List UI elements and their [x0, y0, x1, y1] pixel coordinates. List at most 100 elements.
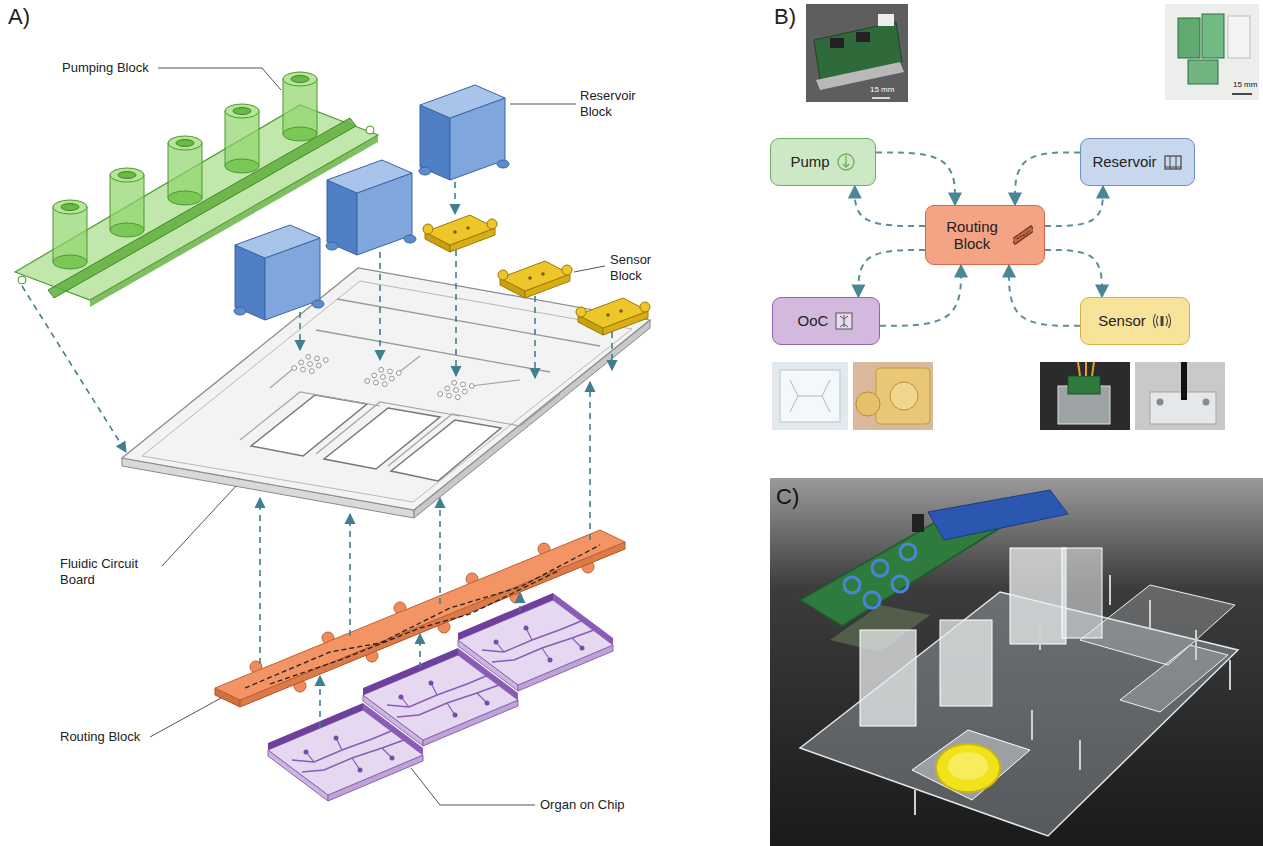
photo-reservoir [1188, 60, 1218, 84]
photo-component [856, 32, 870, 42]
photo-sensor-disc [948, 752, 988, 780]
reservoir-block [234, 225, 324, 320]
board-port [469, 384, 474, 389]
photo-reservoir [1228, 16, 1250, 58]
assembly-arrow [319, 676, 321, 728]
photo-chamber [1120, 645, 1228, 712]
photo-screw [1109, 575, 1111, 605]
photo-screw [1195, 630, 1197, 660]
assembly-arrow [454, 182, 456, 214]
photo-sensor-housing [912, 730, 1030, 800]
scale-bar [1232, 93, 1252, 95]
photo-frame [1040, 362, 1130, 430]
board-port [308, 362, 313, 367]
photo-block [876, 368, 930, 424]
photo-component [878, 14, 894, 26]
photo-reservoir [1062, 548, 1102, 638]
pump-cylinder [110, 168, 144, 237]
photo-component [830, 38, 844, 48]
photo-wire [1078, 362, 1094, 376]
board-channel [240, 392, 560, 466]
board-port [396, 371, 401, 376]
icon-lines [1165, 156, 1181, 169]
part-label: Reservoir Block [580, 88, 642, 119]
part-label: Fluidic Circuit Board [60, 556, 160, 587]
photo-capacitor [912, 514, 924, 532]
board-port [316, 363, 321, 368]
board-port [438, 392, 443, 397]
photo-channel [790, 380, 830, 412]
photo-coil [872, 560, 888, 576]
mount-hole [18, 276, 26, 284]
assembly-arrow [349, 514, 351, 636]
photo-coil [864, 592, 880, 608]
icon-core [1160, 316, 1163, 326]
board-port [454, 388, 459, 393]
leader-line [158, 68, 281, 90]
icon-strip [1013, 226, 1033, 245]
leader-line [411, 768, 535, 805]
icon-organ [840, 315, 848, 327]
photo-coil [844, 577, 860, 593]
photo-screw [1157, 399, 1164, 406]
process-box: Sensor [1080, 297, 1190, 345]
assembly-arrow [439, 498, 441, 604]
flow-arrow [858, 250, 925, 297]
node-icon [1163, 152, 1183, 172]
process-box: Reservoir [1080, 138, 1195, 186]
photo-screw [914, 790, 916, 815]
panel-letter: A) [8, 4, 30, 30]
flow-arrow [1045, 186, 1103, 226]
photo-reservoir [860, 630, 916, 726]
board-channel [316, 330, 550, 372]
photo-lid [856, 392, 880, 416]
photo-screw [1229, 660, 1231, 690]
photo-frame [1135, 362, 1225, 430]
assembly-arrow [455, 250, 457, 376]
process-box: Routing Block [925, 205, 1045, 265]
icon-box [1165, 156, 1181, 169]
photo-coil [892, 576, 908, 592]
pumping-plate [15, 105, 378, 300]
routing-edge [240, 542, 625, 707]
flow-arrow [880, 265, 961, 326]
photo-screw [1079, 740, 1081, 770]
node-icon [836, 152, 856, 172]
photo-screw [1203, 399, 1210, 406]
photo-frame [853, 362, 933, 430]
photo-background [770, 478, 1263, 846]
board-port [462, 389, 467, 394]
pump-cylinder [283, 72, 317, 141]
node-label: Routing Block [937, 218, 1007, 253]
photo-reservoir [1178, 18, 1200, 58]
photo-reservoir [940, 620, 992, 706]
scale-label: 15 mm [870, 85, 894, 95]
board-channel [270, 356, 520, 388]
board-port [455, 395, 460, 400]
assembly-arrow [534, 296, 536, 378]
assembly-arrow [589, 382, 591, 540]
board-top [122, 268, 650, 510]
photo-screw [1039, 620, 1041, 650]
reservoir-block [419, 85, 509, 180]
scale-bar [872, 97, 890, 99]
icon-circle [838, 154, 854, 170]
board-port [452, 380, 457, 385]
process-box: Pump [770, 138, 876, 186]
routing-channel [270, 570, 560, 684]
board-inner-outline [142, 281, 632, 502]
photo-screw [1149, 600, 1151, 630]
sensor-block [498, 261, 572, 298]
flow-arrow [876, 152, 955, 205]
board-port [461, 382, 466, 387]
board-port [323, 358, 328, 363]
board-port [381, 375, 386, 380]
assembly-arrow [379, 252, 381, 360]
photo-well [890, 382, 918, 410]
flow-arrow [1015, 152, 1080, 205]
board-port [306, 354, 311, 359]
part-label: Organ on Chip [540, 797, 625, 813]
icon-channel [1017, 231, 1029, 239]
